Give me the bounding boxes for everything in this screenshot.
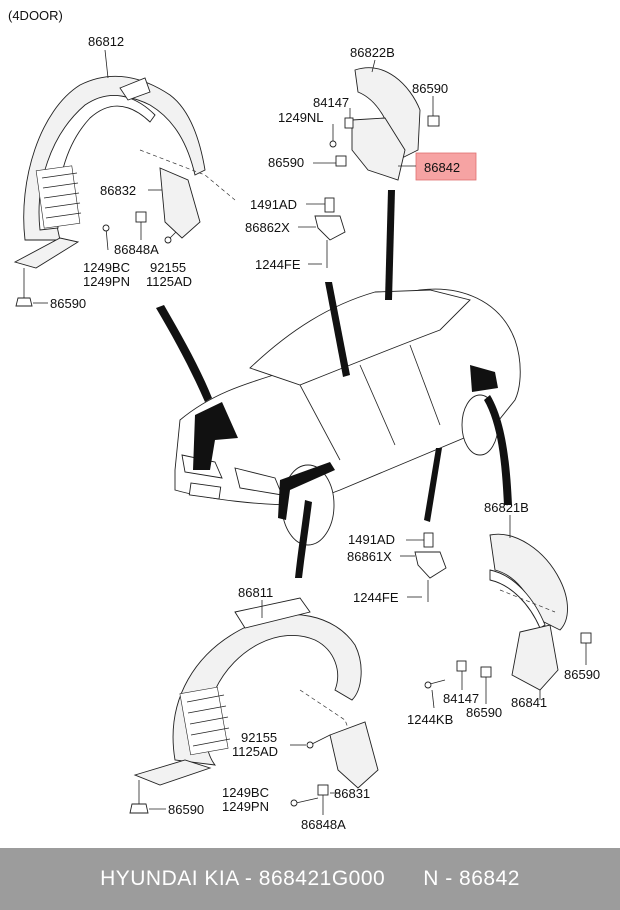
label-86821B: 86821B xyxy=(484,500,529,515)
car-illustration xyxy=(174,288,521,546)
label-1249PN-top: 1249PN xyxy=(83,274,130,289)
screw-icon xyxy=(424,679,446,689)
label-1249NL: 1249NL xyxy=(278,110,324,125)
footer-bar: HYUNDAI KIA - 868421G000 N - 86842 xyxy=(0,848,620,910)
highlight-86842: 86842 xyxy=(398,152,477,181)
label-86590-right: 86590 xyxy=(564,667,600,682)
clip-icon xyxy=(335,155,347,167)
front-wheel-liner-upper xyxy=(13,75,206,269)
clip-icon xyxy=(480,666,492,678)
rear-wheel-liner-upper xyxy=(351,67,421,181)
clip-icon xyxy=(427,115,440,127)
label-1249BC-top: 1249BC xyxy=(83,260,130,275)
liner-grille xyxy=(35,165,82,229)
label-1491AD-top: 1491AD xyxy=(250,197,297,212)
label-86590-top-left: 86590 xyxy=(268,155,304,170)
clip-icon xyxy=(580,632,592,644)
front-wheel-liner-lower xyxy=(133,597,362,786)
bolt-icon xyxy=(129,780,149,814)
mud-flap-front-upper xyxy=(139,149,236,239)
label-86862X: 86862X xyxy=(245,220,290,235)
label-86590-left: 86590 xyxy=(50,296,86,311)
label-86848A-top: 86848A xyxy=(114,242,159,257)
label-1125AD-bottom: 1125AD xyxy=(232,744,278,759)
screw-icon xyxy=(164,231,177,244)
clip-icon xyxy=(456,660,467,672)
label-86590-bottom: 86590 xyxy=(168,802,204,817)
label-86812: 86812 xyxy=(88,34,124,49)
label-86848A-bottom: 86848A xyxy=(301,817,346,832)
liner-grille xyxy=(179,686,231,756)
label-1491AD-mid: 1491AD xyxy=(348,532,395,547)
variant-label: (4DOOR) xyxy=(8,8,63,23)
label-1249BC-bottom: 1249BC xyxy=(222,785,269,800)
screw-icon xyxy=(102,224,110,251)
label-86590-top-right: 86590 xyxy=(412,81,448,96)
mud-flap-front-lower xyxy=(329,721,379,789)
clip-icon xyxy=(317,784,329,796)
label-86842: 86842 xyxy=(424,160,460,175)
screw-icon xyxy=(290,797,319,807)
rear-wheel-liner-lower xyxy=(489,533,568,631)
label-86831: 86831 xyxy=(334,786,370,801)
label-84147-top: 84147 xyxy=(313,95,349,110)
mud-flap-rear xyxy=(511,624,559,691)
label-1125AD-top: 1125AD xyxy=(146,274,192,289)
label-1244FE-top: 1244FE xyxy=(255,257,301,272)
label-86590-bottom-mid: 86590 xyxy=(466,705,502,720)
label-86832: 86832 xyxy=(100,183,136,198)
screw-icon xyxy=(306,734,331,749)
clip-icon xyxy=(344,117,354,129)
label-86861X: 86861X xyxy=(347,549,392,564)
bracket-icon xyxy=(414,532,447,602)
footer-text: HYUNDAI KIA - 868421G000 N - 86842 xyxy=(100,867,520,890)
label-84147-bottom: 84147 xyxy=(443,691,479,706)
clip-icon xyxy=(135,211,147,223)
label-1249PN-bottom: 1249PN xyxy=(222,799,269,814)
label-1244FE-mid: 1244FE xyxy=(353,590,399,605)
screw-icon xyxy=(329,124,337,148)
label-92155-top: 92155 xyxy=(150,260,186,275)
bolt-icon xyxy=(15,268,33,307)
label-86822B: 86822B xyxy=(350,45,395,60)
label-1244KB: 1244KB xyxy=(407,712,453,727)
label-86811: 86811 xyxy=(238,585,273,600)
label-92155-bottom: 92155 xyxy=(241,730,277,745)
parts-diagram: (4DOOR) 86812 86590 86832 86848A 1249BC … xyxy=(8,8,600,832)
bracket-icon xyxy=(314,197,346,268)
label-86841: 86841 xyxy=(511,695,547,710)
